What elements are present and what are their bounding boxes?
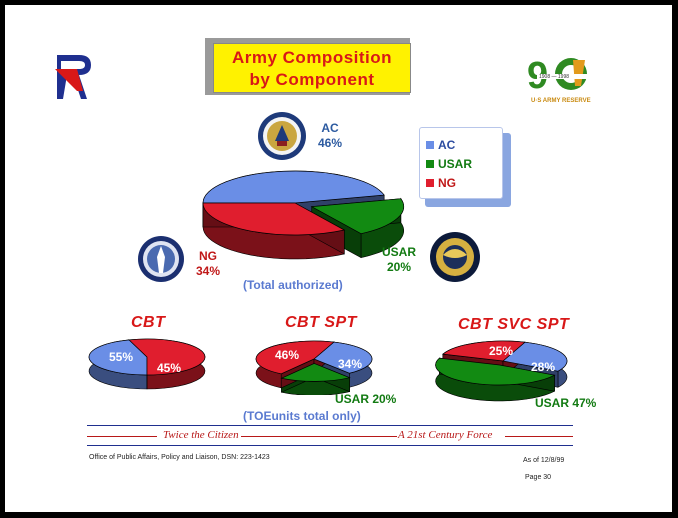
legend-label-ac: AC xyxy=(438,138,456,152)
header-cbt-svc-spt: CBT SVC SPT xyxy=(458,316,570,333)
ng-label-name: NG xyxy=(199,249,217,263)
spt-usar-pct: USAR 20% xyxy=(335,392,397,406)
toe-units-note: (TOEunits total only) xyxy=(243,409,361,423)
legend-item-usar: USAR xyxy=(426,157,472,173)
cbt-spt-pie-slice-ac xyxy=(313,341,373,374)
footer-rule-top xyxy=(87,425,573,426)
svg-text:U·S ARMY RESERVE: U·S ARMY RESERVE xyxy=(531,98,591,104)
ac-label-name: AC xyxy=(321,121,339,135)
cbt-svc-spt-pie-slice-ng xyxy=(442,340,526,362)
legend-label-usar: USAR xyxy=(438,157,473,171)
cbt-pie-slice-ac xyxy=(88,339,148,376)
footer-rule-right xyxy=(505,436,573,437)
slogan-left: Twice the Citizen xyxy=(163,429,239,441)
as-of-date: As of 12/8/99 xyxy=(523,457,565,464)
army-seal-icon xyxy=(258,112,306,160)
legend-swatch-usar xyxy=(426,160,434,168)
page-number: Page 30 xyxy=(525,474,552,481)
footer-rule-left xyxy=(87,436,157,437)
cbt-ng-pct: 55% xyxy=(109,350,134,364)
usar-label-pct: 20% xyxy=(386,260,412,274)
usar-label-name: USAR xyxy=(381,245,416,259)
spt-ac-pct: 34% xyxy=(338,357,363,371)
cbt-pie-chart xyxy=(88,338,206,390)
ng-label-pct: 34% xyxy=(195,264,221,278)
ac-label-pct: 46% xyxy=(317,136,343,150)
cbt-spt-pie-slice-ng xyxy=(255,340,335,375)
spt-ng-pct: 46% xyxy=(275,348,300,362)
header-cbt: CBT xyxy=(131,314,166,331)
title-line-1: Army Composition xyxy=(231,48,393,67)
svg-text:1908 — 1998: 1908 — 1998 xyxy=(539,74,569,80)
cbt-pie-slice-ng xyxy=(128,338,206,376)
anniversary-90-logo: 9 1908 — 1998 U·S ARMY RESERVE xyxy=(527,55,591,104)
cbt-spt-pie-slice-usar xyxy=(280,363,351,382)
army-reserve-seal-icon xyxy=(430,232,480,282)
legend-swatch-ng xyxy=(426,179,434,187)
slide: 9 1908 — 1998 U·S ARMY RESERVE Army Comp… xyxy=(5,5,672,512)
total-authorized-note: (Total authorized) xyxy=(243,278,343,292)
svc-ac-pct: 28% xyxy=(531,360,556,374)
cbt-svc-spt-pie-chart xyxy=(435,340,568,402)
footer-rule-mid xyxy=(241,436,397,437)
legend-item-ac: AC xyxy=(426,138,455,154)
cbt-svc-spt-pie-slice-usar xyxy=(435,357,556,386)
ac-label: AC 46% xyxy=(315,121,345,151)
header-cbt-spt: CBT SPT xyxy=(285,314,357,331)
legend: AC USAR NG xyxy=(419,127,503,199)
cbt-svc-spt-pie-slice-ac xyxy=(502,341,568,372)
legend-item-ng: NG xyxy=(426,176,456,192)
main-pie-slice-usar xyxy=(310,198,405,235)
reserve-logo xyxy=(55,55,91,99)
legend-label-ng: NG xyxy=(438,176,456,190)
national-guard-seal-icon xyxy=(138,236,184,282)
legend-swatch-ac xyxy=(426,141,434,149)
ng-label: NG 34% xyxy=(195,249,221,279)
slogan-right: A 21st Century Force xyxy=(398,429,493,441)
cbt-ac-pct: 45% xyxy=(157,361,182,375)
usar-label: USAR 20% xyxy=(379,245,419,275)
svc-usar-pct: USAR 47% xyxy=(535,396,597,410)
page-title: Army Composition by Component xyxy=(213,43,411,93)
cbt-spt-pie-chart xyxy=(255,340,373,395)
main-pie-slice-ac xyxy=(202,170,385,204)
office-info: Office of Public Affairs, Policy and Lia… xyxy=(89,454,270,461)
main-pie-chart xyxy=(202,170,405,260)
footer-rule-bottom xyxy=(87,445,573,446)
svc-ng-pct: 25% xyxy=(489,344,514,358)
title-line-2: by Component xyxy=(249,70,375,89)
main-pie-slice-ng xyxy=(202,202,346,236)
